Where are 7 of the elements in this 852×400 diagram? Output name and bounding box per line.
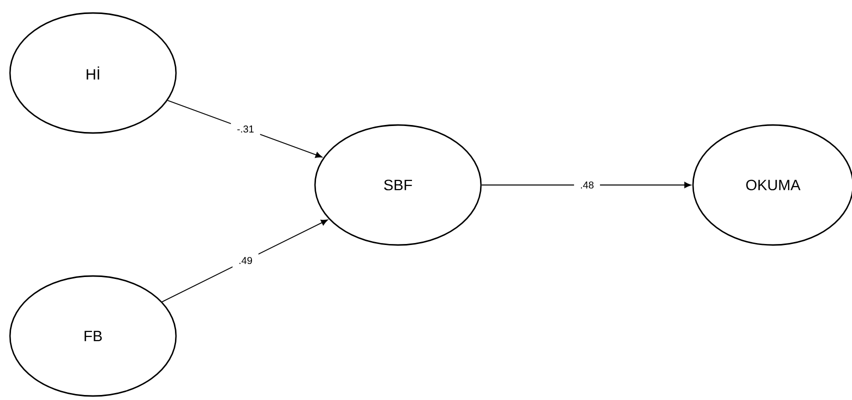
ellipse-node: FB	[9, 275, 177, 397]
ellipse-node: Hİ	[9, 12, 177, 134]
edge-label: .49	[232, 250, 258, 270]
arrow	[481, 182, 692, 188]
ellipse-node: SBF	[314, 124, 482, 246]
edge-label: -.31	[230, 119, 260, 139]
edge-label: .48	[574, 175, 600, 195]
